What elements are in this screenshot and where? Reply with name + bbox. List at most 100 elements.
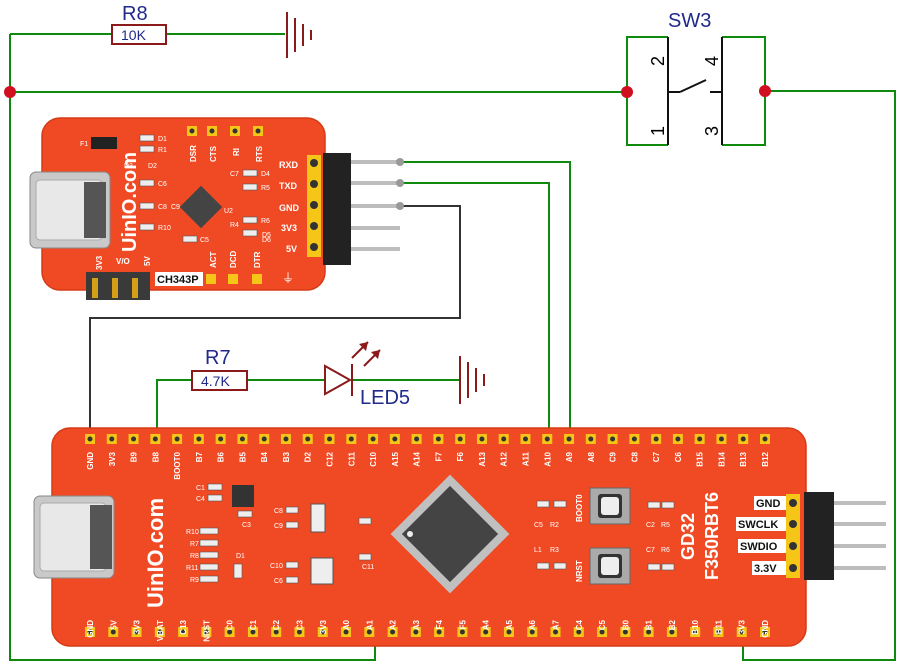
mcu-model: GD32 (678, 513, 698, 560)
mcu-top-hole-3 (152, 436, 158, 442)
mcu-top-label-10: D2 (304, 451, 313, 462)
uart-hdr-5v: 5V (286, 244, 297, 254)
uart-label-r1: R1 (158, 147, 167, 154)
r8-value: 10K (121, 27, 147, 43)
swd-header (786, 492, 886, 580)
mcu-top-label-25: C8 (630, 451, 639, 462)
mcu-board: UinIO.com GD32 F350RBT6 BOOT0 NRST (33, 427, 886, 647)
sw3-name: SW3 (668, 10, 711, 32)
mcu-label-c4: C4 (196, 496, 205, 503)
mcu-top-hole-16 (435, 436, 441, 442)
mcu-label-c6: C6 (274, 578, 283, 585)
mcu-bot-hole-13 (390, 629, 396, 635)
mcu-bot-label-26: B10 (691, 619, 700, 634)
mcu-top-hole-13 (370, 436, 376, 442)
ground-symbol-r8 (286, 12, 312, 58)
mcu-label-r8: R8 (190, 553, 199, 560)
mcu-label-d1: D1 (236, 553, 245, 560)
uart-hdr-rxd: RXD (279, 160, 299, 170)
mcu-bot-hole-27 (715, 629, 721, 635)
mcu-bot-label-19: A6 (528, 619, 537, 630)
mcu-top-label-11: C12 (326, 451, 335, 466)
mcu-top-label-26: C7 (652, 451, 661, 462)
mcu-top-label-16: F7 (434, 451, 443, 461)
wire-r7-b8 (156, 379, 192, 437)
mcu-top-hole-15 (414, 436, 420, 442)
uart-pin-ri: RI (232, 148, 241, 156)
mcu-bot-hole-24 (646, 629, 652, 635)
uart-label-u2: U2 (224, 208, 233, 215)
mcu-top-label-21: A10 (543, 451, 552, 466)
mcu-bot-label-6: C0 (226, 619, 235, 630)
nrst-button[interactable] (589, 547, 631, 585)
uart-chip-name: CH343P (157, 274, 199, 286)
mcu-top-hole-12 (348, 436, 354, 442)
label-boot0: BOOT0 (575, 494, 584, 522)
uart-label-d2: D2 (148, 163, 157, 170)
mcu-bot-label-16: F5 (458, 619, 467, 629)
junction-sw-left (621, 86, 633, 98)
uart-pin-rts: RTS (255, 145, 264, 162)
mcu-top-hole-4 (174, 436, 180, 442)
mcu-label-c9: C9 (274, 523, 283, 530)
r7-name: R7 (205, 347, 231, 369)
swd-swdio: SWDIO (740, 541, 778, 553)
led5: LED5 (324, 341, 410, 409)
mcu-top-label-0: GND (86, 452, 95, 470)
mcu-bot-label-13: A2 (389, 619, 398, 630)
mcu-bot-label-4: C13 (179, 619, 188, 634)
mcu-bot-label-5: NRST (202, 620, 211, 642)
uart-label-c9: C9 (171, 204, 180, 211)
mcu-top-label-19: A12 (500, 451, 509, 466)
uart-bot-dtr: DTR (253, 251, 262, 268)
mcu-bot-hole-10 (320, 629, 326, 635)
uart-label-r5: R5 (261, 185, 270, 192)
mcu-top-hole-19 (501, 436, 507, 442)
uart-label-d3: D3 (124, 163, 133, 170)
uart-header-block (323, 153, 351, 265)
mcu-bot-hole-0 (87, 629, 93, 635)
mcu-bot-hole-14 (413, 629, 419, 635)
mcu-bot-label-17: A4 (482, 619, 491, 630)
mcu-bot-label-23: B0 (621, 619, 630, 630)
mcu-label-r6: R6 (661, 547, 670, 554)
mcu-label-r10: R10 (186, 529, 199, 536)
uart-label-d6: D6 (262, 237, 271, 244)
mcu-bot-label-9: C3 (295, 619, 304, 630)
uart-brand: UinIO.com (119, 152, 141, 252)
mcu-top-hole-28 (697, 436, 703, 442)
mcu-bot-label-22: C5 (598, 619, 607, 630)
wire-sw-to-3v3 (742, 90, 896, 661)
mcu-top-hole-24 (610, 436, 616, 442)
usb-symbol-icon: ⏚ (282, 271, 294, 285)
mcu-top-hole-25 (631, 436, 637, 442)
mcu-label-r9: R9 (190, 577, 199, 584)
mcu-top-label-20: A11 (521, 451, 530, 466)
uart-label-f1: F1 (80, 141, 88, 148)
mcu-top-label-2: B9 (130, 451, 139, 462)
mcu-bot-hole-15 (436, 629, 442, 635)
mcu-label-l1: L1 (534, 547, 542, 554)
mcu-top-hole-20 (522, 436, 528, 442)
uart-header-pads (307, 155, 321, 257)
mcu-bot-hole-5 (203, 629, 209, 635)
sw3-pin3: 3 (702, 126, 722, 136)
swd-gnd: GND (756, 498, 781, 510)
mcu-label-r5: R5 (661, 522, 670, 529)
uart-pin-dsr: DSR (189, 145, 198, 162)
mcu-bot-label-3: VBAT (156, 620, 165, 641)
mcu-top-hole-2 (131, 436, 137, 442)
mcu-bot-label-12: A1 (365, 619, 374, 630)
mcu-top-label-1: 3V3 (108, 451, 117, 466)
mcu-bot-hole-16 (459, 629, 465, 635)
mcu-bot-hole-23 (622, 629, 628, 635)
mcu-bot-label-14: A3 (412, 619, 421, 630)
mcu-brand: UinIO.com (143, 498, 168, 608)
mcu-top-label-14: A15 (391, 451, 400, 466)
mcu-label-c2: C2 (646, 522, 655, 529)
mcu-bot-label-8: C2 (272, 619, 281, 630)
boot0-button[interactable] (589, 487, 631, 525)
mcu-top-label-28: B15 (696, 451, 705, 466)
mcu-top-label-24: C9 (609, 451, 618, 462)
